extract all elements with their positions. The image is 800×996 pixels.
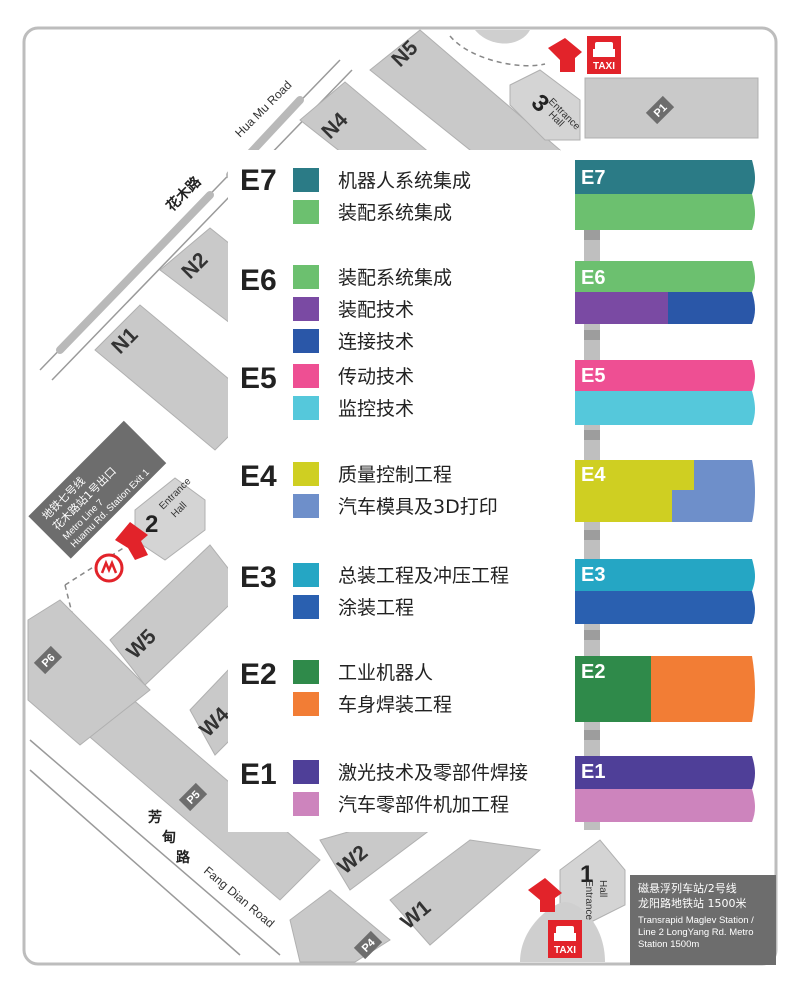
swatch-final-assembly: [293, 563, 319, 587]
legend-code-e4: E4: [240, 460, 277, 493]
swatch-laser-welding: [293, 760, 319, 784]
legend-item: 装配技术: [338, 299, 414, 321]
svg-text:磁悬浮列车站/2号线: 磁悬浮列车站/2号线: [638, 881, 737, 895]
swatch-assembly-integration: [293, 200, 319, 224]
entrance-hall-1: 1 Entrance Hall: [528, 861, 608, 920]
hall-connector-nodes: [584, 230, 600, 740]
legend-item: 传动技术: [338, 366, 414, 388]
svg-text:E7: E7: [581, 167, 605, 189]
swatch-body-welding: [293, 692, 319, 716]
svg-text:2: 2: [145, 511, 158, 538]
legend-code-e2: E2: [240, 658, 277, 691]
legend-item: 监控技术: [338, 398, 414, 420]
legend-code-e5: E5: [240, 362, 277, 395]
hall-block-e3: E3: [575, 559, 755, 624]
legend-code-e6: E6: [240, 264, 277, 297]
swatch-parts-machining: [293, 792, 319, 816]
svg-text:Station 1500m: Station 1500m: [638, 939, 699, 950]
legend-item: 机器人系统集成: [338, 170, 471, 192]
svg-text:E1: E1: [581, 761, 605, 783]
svg-text:TAXI: TAXI: [593, 61, 615, 72]
parking-p6: P6: [33, 645, 63, 675]
svg-text:E3: E3: [581, 564, 605, 586]
svg-text:Transrapid Maglev Station /: Transrapid Maglev Station /: [638, 915, 754, 926]
entrance-hall-3-bldg: [509, 69, 581, 141]
taxi-icon-top: TAXI: [587, 36, 621, 74]
legend-item: 工业机器人: [338, 662, 433, 684]
swatch-industrial-robots: [293, 660, 319, 684]
hall-block-e4: E4: [575, 460, 755, 522]
hall-block-e1: E1: [575, 756, 755, 822]
svg-text:Hall: Hall: [597, 880, 608, 897]
dashed-path-top: [449, 35, 546, 67]
fangdian-road-cn-1: 芳: [148, 809, 162, 826]
hall-block-e6: E6: [575, 261, 755, 324]
building-p6: [27, 599, 151, 746]
svg-text:Line 2 LongYang Rd. Metro: Line 2 LongYang Rd. Metro: [638, 927, 753, 938]
svg-text:1: 1: [580, 861, 593, 888]
fangdian-road-cn-3: 路: [176, 849, 191, 866]
metro-logo-icon: [94, 553, 124, 583]
swatch-robot-integration: [293, 168, 319, 192]
legend-code-e1: E1: [240, 758, 277, 791]
building-w1: [389, 839, 542, 946]
entrance-arrow-icon: [115, 522, 148, 560]
fangdian-road-cn-2: 甸: [161, 829, 176, 846]
swatch-quality-control: [293, 462, 319, 486]
taxi-icon-bottom: TAXI: [548, 920, 582, 958]
legend-item: 激光技术及零部件焊接: [338, 762, 528, 784]
legend-item: 汽车模具及3D打印: [338, 496, 498, 518]
svg-text:E5: E5: [581, 365, 605, 387]
swatch-assembly-tech: [293, 297, 319, 321]
svg-text:E4: E4: [581, 464, 606, 486]
parking-p5: P5: [178, 782, 208, 812]
legend-panel: [228, 150, 560, 832]
legend-item: 装配系统集成: [338, 267, 452, 289]
swatch-assembly-integration: [293, 265, 319, 289]
hall-block-e5: E5: [575, 360, 755, 425]
legend-item: 连接技术: [338, 331, 414, 353]
swatch-monitor-tech: [293, 396, 319, 420]
top-round-area: [475, 30, 530, 44]
legend-code-e3: E3: [240, 561, 277, 594]
swatch-joining-tech: [293, 329, 319, 353]
svg-text:E2: E2: [581, 661, 605, 683]
entrance-arrow-icon: [528, 878, 562, 912]
svg-text:龙阳路地铁站 1500米: 龙阳路地铁站 1500米: [638, 896, 747, 910]
svg-text:E6: E6: [581, 267, 605, 289]
legend-item: 装配系统集成: [338, 202, 452, 224]
hall-block-e7: E7: [575, 160, 755, 230]
parking-p1: P1: [645, 95, 675, 125]
parking-p4: P4: [353, 930, 383, 960]
swatch-painting: [293, 595, 319, 619]
hall-blocks: E7 E6 E5 E4 E3 E2: [575, 160, 755, 822]
legend-item: 涂装工程: [338, 597, 414, 619]
dashed-path-left: [64, 527, 156, 626]
svg-text:TAXI: TAXI: [554, 945, 576, 956]
legend-item: 质量控制工程: [338, 464, 452, 486]
fangdian-road: [29, 739, 281, 956]
legend-item: 总装工程及冲压工程: [338, 565, 509, 587]
hall-legend: E7 机器人系统集成 装配系统集成 E6 装配系统集成 装配技术 连接技术 E5…: [240, 164, 528, 816]
swatch-auto-mold-3d: [293, 494, 319, 518]
legend-code-e7: E7: [240, 164, 277, 197]
hall-block-e2: E2: [575, 656, 755, 722]
swatch-drive-tech: [293, 364, 319, 388]
legend-item: 车身焊装工程: [338, 694, 452, 716]
legend-item: 汽车零部件机加工程: [338, 794, 509, 816]
svg-text:Entrance: Entrance: [583, 880, 594, 920]
maglev-station-box: 磁悬浮列车站/2号线 龙阳路地铁站 1500米 Transrapid Magle…: [630, 875, 776, 965]
entrance-arrow-icon: [548, 38, 582, 72]
